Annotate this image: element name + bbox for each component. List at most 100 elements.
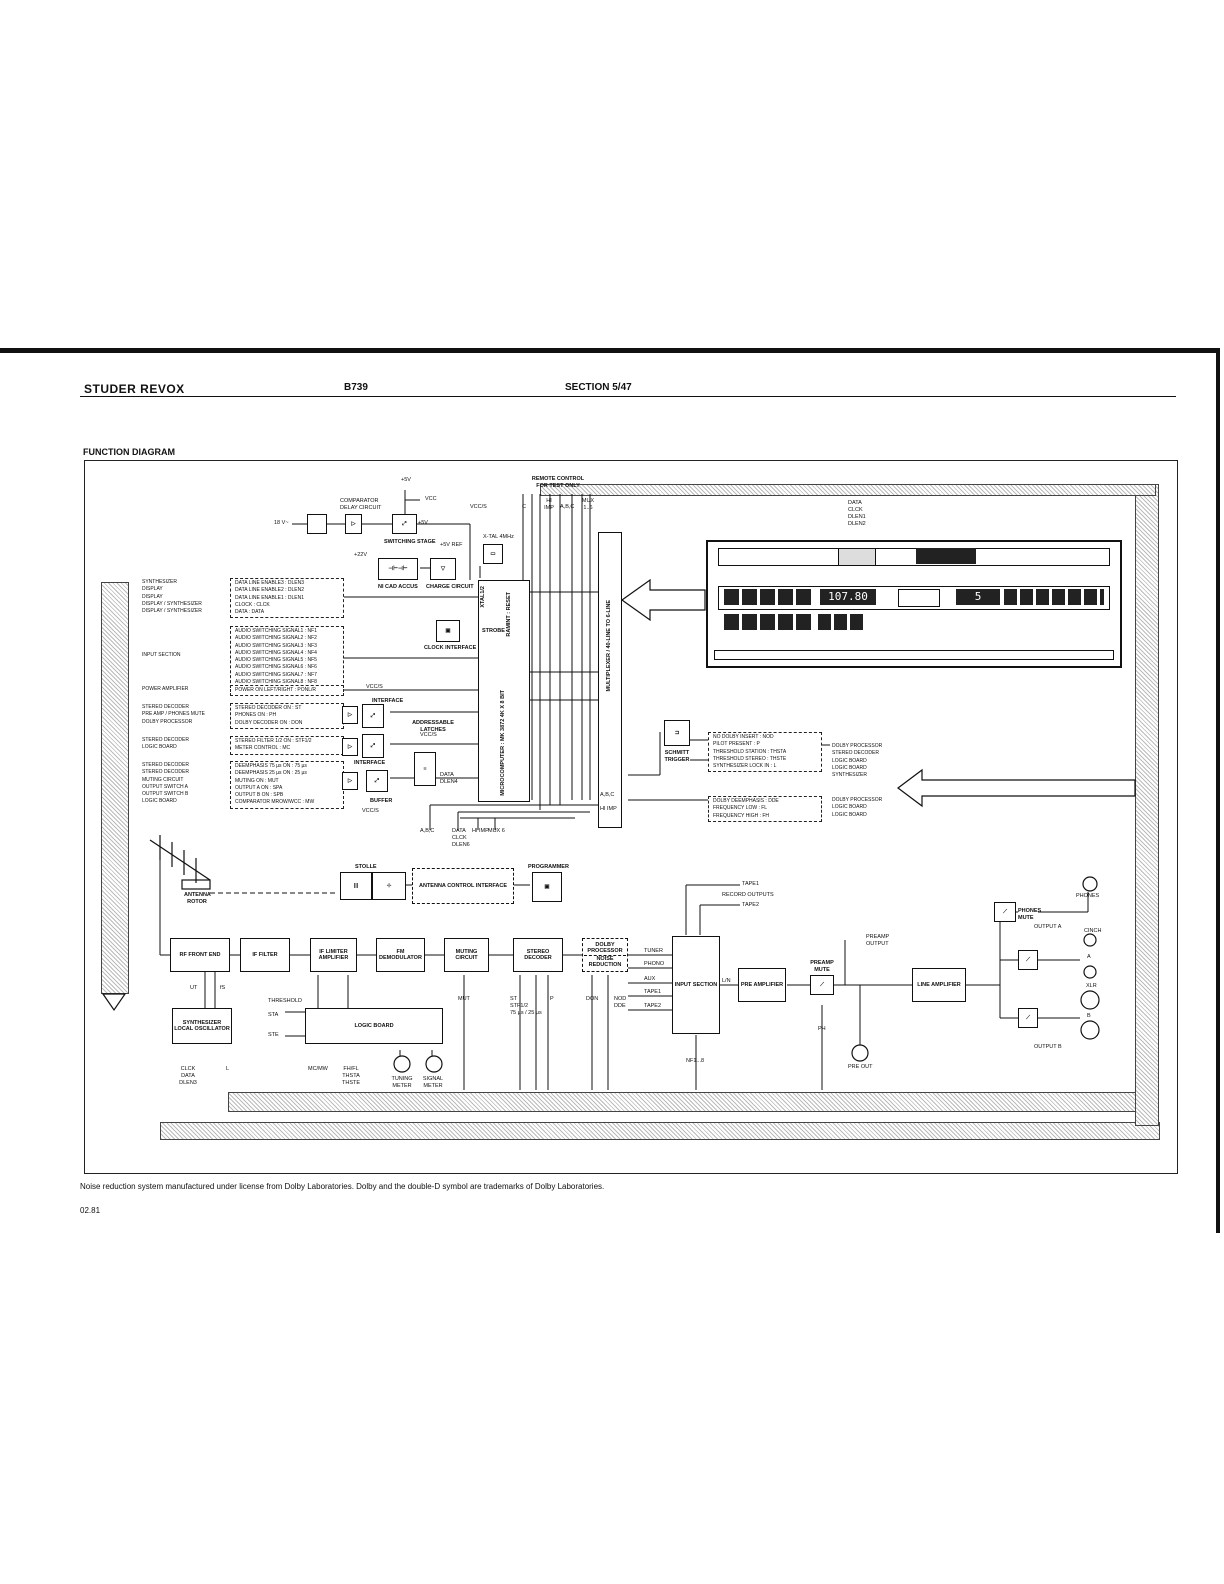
receiver-front-panel: 107.80 5 <box>706 540 1122 668</box>
panel-label-dlen1: DLEN1 <box>848 514 866 521</box>
header-rule <box>80 396 1176 397</box>
right-dest-2: DOLBY PROCESSOR LOGIC BOARD LOGIC BOARD <box>832 797 882 819</box>
bus-data: DATA <box>452 828 466 835</box>
label-vccs-mid: VCC/S <box>420 732 437 739</box>
label-ph: PH <box>818 1026 826 1033</box>
interface1-block: ⤢ <box>362 704 384 728</box>
panel-preset-display: 5 <box>956 589 1000 605</box>
label-pre-out: PRE OUT <box>848 1064 872 1071</box>
schmitt-trigger-block: ⊐ <box>664 720 690 746</box>
signal-4-1: STEREO DECODER ON : ST <box>235 705 339 712</box>
pre-amplifier-block: PRE AMPLIFIER <box>738 968 786 1002</box>
model-number: B739 <box>344 382 368 393</box>
stolle-rotor-block: ||| <box>340 872 372 900</box>
panel-digit-keys-2 <box>724 614 814 630</box>
label-dde: DDE <box>614 1003 626 1010</box>
signal-1-2: DATA LINE ENABLE2 : DLEN2 <box>235 587 339 594</box>
bus-hi-imp: HI IMP <box>472 828 489 835</box>
label-output-a: OUTPUT A <box>1034 924 1061 931</box>
phones-mute-label: PHONES MUTE <box>1018 908 1044 922</box>
label-vccs: VCC/S <box>470 504 487 511</box>
signal-6-1: DEEMPHASIS 75 µs ON : 75 µs <box>235 763 339 770</box>
label-tape2-out: TAPE2 <box>742 902 759 909</box>
output-b-switch: ⟋ <box>1018 1008 1038 1028</box>
bus-hi-imp-right: HI IMP <box>600 806 617 813</box>
signal-box-group6: DEEMPHASIS 75 µs ON : 75 µs DEEMPHASIS 2… <box>230 761 344 809</box>
remote-hi-imp: HI IMP <box>542 498 556 512</box>
label-sta: STA <box>268 1012 278 1019</box>
panel-label-dlen2: DLEN2 <box>848 521 866 528</box>
synthesizer-block: SYNTHESIZER LOCAL OSCILLATOR <box>172 1008 232 1044</box>
dest-1-4: DISPLAY / SYNTHESIZER <box>142 601 202 608</box>
label-xlr: XLR <box>1086 983 1097 990</box>
dest-5-2: LOGIC BOARD <box>142 744 189 751</box>
label-buffer: BUFFER <box>370 798 392 805</box>
left-dest-group5: STEREO DECODER LOGIC BOARD <box>142 737 189 752</box>
bus-dlen6: DLEN6 <box>452 842 470 849</box>
dest-1-3: DISPLAY <box>142 594 202 601</box>
label-p: P <box>550 996 554 1003</box>
right-dest-1-2: STEREO DECODER <box>832 750 882 757</box>
label-fhfl: FH/FL THSTA THSTE <box>340 1066 362 1087</box>
label-a: A <box>1087 954 1091 961</box>
input-section-block: INPUT SECTION <box>672 936 720 1034</box>
charge-block: ▽ <box>430 558 456 580</box>
right-signal-2-3: FREQUENCY HIGH : FH <box>713 813 817 820</box>
right-dest-1-4: LOGIC BOARD <box>832 765 882 772</box>
label-cinch: CINCH <box>1084 928 1101 935</box>
signal-2-2: AUDIO SWITCHING SIGNAL2 : NF2 <box>235 635 339 642</box>
label-preamp-output: PREAMP OUTPUT <box>866 934 894 948</box>
phones-mute-switch: ⟋ <box>994 902 1016 922</box>
top-bus-bar <box>540 484 1156 496</box>
fm-demodulator-block: FM DEMODULATOR <box>376 938 425 972</box>
xtal-block: ▭ <box>483 544 503 564</box>
panel-label-data: DATA <box>848 500 862 507</box>
signal-2-7: AUDIO SWITCHING SIGNAL7 : NF7 <box>235 672 339 679</box>
left-dest-group2: INPUT SECTION <box>142 652 181 659</box>
latch2-block: ▷ <box>342 738 358 756</box>
bus-mux: MUX 6 <box>488 828 505 835</box>
interface2-block: ⤢ <box>362 734 384 758</box>
panel-digit-keys-1 <box>724 589 814 605</box>
rf-front-end-block: RF FRONT END <box>170 938 230 972</box>
signal-5-2: METER CONTROL : MC <box>235 745 339 752</box>
right-signal-1-4: THRESHOLD STEREO : THSTE <box>713 756 817 763</box>
label-b: B <box>1087 1013 1091 1020</box>
label-nf: NF1...8 <box>686 1058 704 1065</box>
right-dest-2-1: DOLBY PROCESSOR <box>832 797 882 804</box>
dest-1-2: DISPLAY <box>142 586 202 593</box>
label-tape1-out: TAPE1 <box>742 881 759 888</box>
label-l: L <box>226 1066 229 1073</box>
remote-c: C <box>522 504 526 511</box>
right-dest-2-3: LOGIC BOARD <box>832 812 882 819</box>
strobe-label: STROBE <box>482 628 505 635</box>
footer-date: 02.81 <box>80 1206 100 1215</box>
signal-1-3: DATA LINE ENABLE1 : DLEN1 <box>235 595 339 602</box>
label-tape1: TAPE1 <box>644 989 661 996</box>
label-don: DON <box>586 996 598 1003</box>
multiplexer-label: MULTIPLEXER / 40-LINE TO 6-LINE <box>606 600 612 691</box>
if-limiter-block: IF LIMITER AMPLIFIER <box>310 938 357 972</box>
signal-box-group2: AUDIO SWITCHING SIGNAL1 : NF1 AUDIO SWIT… <box>230 626 344 688</box>
left-dest-group4: STEREO DECODER PRE AMP / PHONES MUTE DOL… <box>142 704 205 726</box>
signal-4-3: DOLBY DECODER ON : DON <box>235 720 339 727</box>
signal-2-6: AUDIO SWITCHING SIGNAL6 : NF6 <box>235 664 339 671</box>
label-vccs-bot: VCC/S <box>362 808 379 815</box>
panel-cassette-window <box>838 548 876 566</box>
label-comparator: COMPARATOR DELAY CIRCUIT <box>340 498 390 512</box>
signal-1-5: DATA : DATA <box>235 609 339 616</box>
noise-reduction-label: NOISE REDUCTION <box>584 955 626 969</box>
remote-abc: A,B,C <box>560 504 574 511</box>
label-nicad: NI CAD ACCUS <box>378 584 418 591</box>
label-phones: PHONES <box>1076 893 1099 900</box>
panel-top-strip <box>718 548 1110 566</box>
left-dest-group1: SYNTHESIZER DISPLAY DISPLAY DISPLAY / SY… <box>142 579 202 615</box>
left-dest-group6: STEREO DECODER STEREO DECODER MUTING CIR… <box>142 762 189 806</box>
remote-title: REMOTE CONTROL FOR TEST ONLY <box>530 476 586 490</box>
label-tape2: TAPE2 <box>644 1003 661 1010</box>
dest-4-1: STEREO DECODER <box>142 704 205 711</box>
dest-1-5: DISPLAY / SYNTHESIZER <box>142 608 202 615</box>
preamp-mute-switch: ⟋ <box>810 975 834 995</box>
label-charge: CHARGE CIRCUIT <box>426 584 474 591</box>
signal-2-5: AUDIO SWITCHING SIGNAL5 : NF5 <box>235 657 339 664</box>
